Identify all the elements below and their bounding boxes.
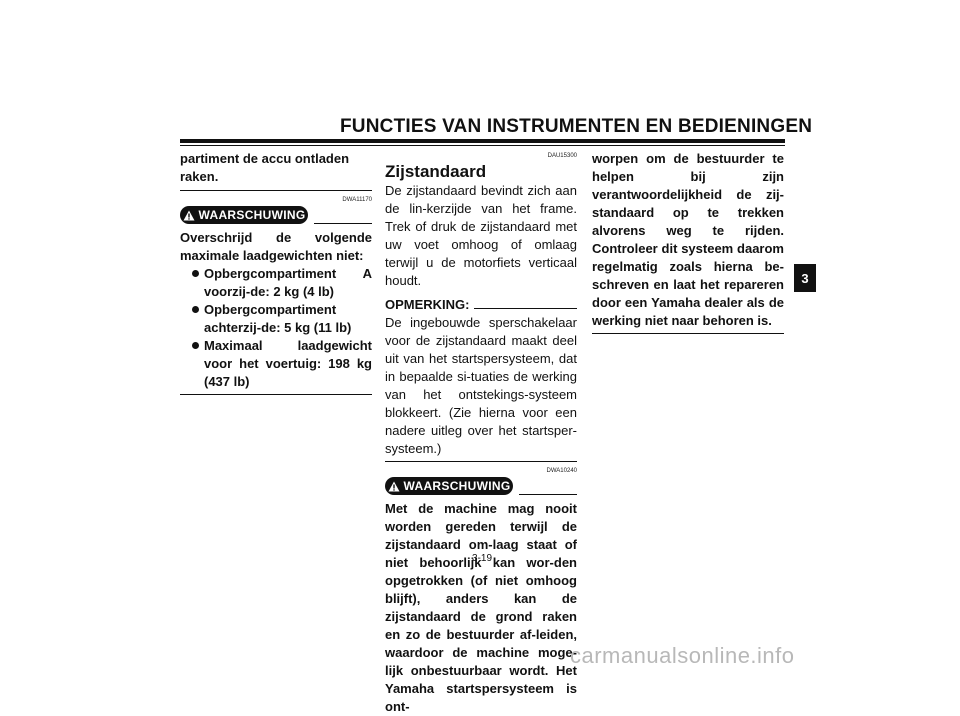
watermark: carmanualsonline.info <box>570 643 795 668</box>
warning-badge: WAARSCHUWING <box>180 206 308 224</box>
divider <box>592 333 784 334</box>
chapter-tab: 3 <box>794 264 816 292</box>
continuation-text: partiment de accu ontladen raken. <box>180 151 350 184</box>
warning-header: WAARSCHUWING <box>385 477 577 497</box>
divider <box>385 461 577 462</box>
warning-header: WAARSCHUWING <box>180 206 372 226</box>
warning-code: DWA11170 <box>342 197 372 203</box>
column-3: worpen om de bestuurder te helpen bij zi… <box>592 150 784 334</box>
page-header-title: FUNCTIES VAN INSTRUMENTEN EN BEDIENINGEN <box>340 116 813 137</box>
list-item: Opbergcompartiment A voorzij-de: 2 kg (4… <box>192 265 372 301</box>
note-header: OPMERKING: <box>385 296 577 314</box>
warning-intro: Overschrijd de volgende maximale laadgew… <box>180 230 372 263</box>
note-text: De ingebouwde sperschakelaar voor de zij… <box>385 315 577 456</box>
warning-triangle-icon <box>183 210 195 220</box>
list-item: Opbergcompartiment achterzij-de: 5 kg (1… <box>192 301 372 337</box>
column-2: DAU15300 Zijstandaard De zijstandaard be… <box>385 150 577 716</box>
warning-triangle-icon <box>388 481 400 491</box>
section-code: DAU15300 <box>547 153 577 159</box>
section-title: Zijstandaard <box>385 162 487 181</box>
warning-text: Met de machine mag nooit worden gereden … <box>385 501 577 714</box>
header-rule-thin <box>180 145 785 146</box>
header-rule <box>180 139 785 143</box>
warning-continuation: worpen om de bestuurder te helpen bij zi… <box>592 151 784 328</box>
note-label: OPMERKING: <box>385 297 474 312</box>
list-item: Maximaal laadgewicht voor het voertuig: … <box>192 337 372 391</box>
column-1: partiment de accu ontladen raken. DWA111… <box>180 150 372 395</box>
divider <box>180 190 372 191</box>
section-body: De zijstandaard bevindt zich aan de lin-… <box>385 183 577 288</box>
load-limit-list: Opbergcompartiment A voorzij-de: 2 kg (4… <box>180 265 372 391</box>
warning-code: DWA10240 <box>546 468 577 474</box>
warning-label: WAARSCHUWING <box>198 208 306 222</box>
divider <box>180 394 372 395</box>
warning-badge: WAARSCHUWING <box>385 477 513 495</box>
page-number: 3-19 <box>471 553 492 564</box>
warning-label: WAARSCHUWING <box>403 479 511 493</box>
